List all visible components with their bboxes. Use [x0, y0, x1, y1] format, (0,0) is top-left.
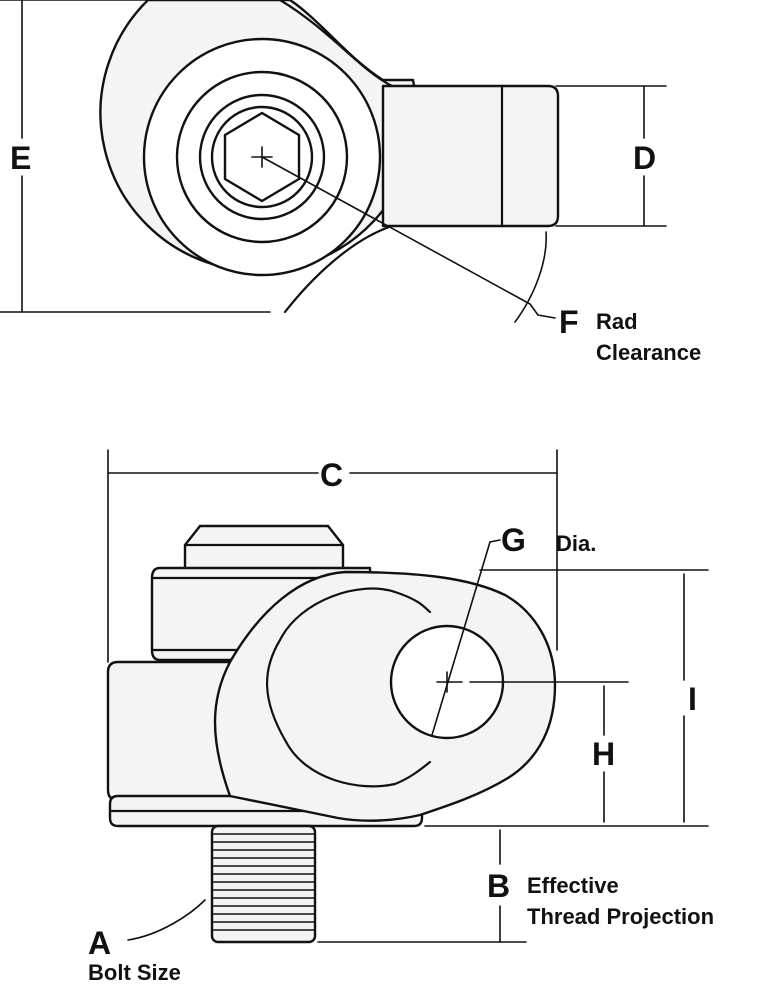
dimension-label-c: C: [320, 457, 343, 493]
radius-clearance-arc: [514, 231, 547, 323]
top-view-arm-fillet-lower: [283, 224, 394, 314]
a-caption: Bolt Size: [88, 960, 181, 985]
dimension-label-d: D: [633, 140, 656, 176]
g-caption: Dia.: [556, 531, 596, 556]
f-leader-line: [261, 156, 556, 319]
dimension-label-h: H: [592, 736, 615, 772]
link-inner-outline: [265, 587, 432, 788]
dimension-label-a: A: [88, 925, 111, 961]
top-view-link-arm: [381, 84, 560, 228]
dimension-label-f: F: [559, 304, 579, 340]
dimension-label-g: G: [501, 522, 526, 558]
dimension-label-i: I: [688, 681, 697, 717]
g-leader-line: [431, 539, 501, 736]
side-view: C G Dia.: [88, 449, 714, 985]
b-caption-line-2: Thread Projection: [527, 904, 714, 929]
bolt-head-cap: [183, 524, 345, 574]
top-view-arm-fillet-upper: [278, 0, 394, 88]
top-view: E D F Rad Clearance: [0, 0, 701, 365]
f-caption-line-2: Clearance: [596, 340, 701, 365]
threaded-stud: [210, 824, 317, 944]
dimension-label-b: B: [487, 868, 510, 904]
a-leader-line: [127, 899, 206, 941]
dimension-label-e: E: [10, 140, 31, 176]
thread-lines: [212, 833, 315, 931]
f-caption-line-1: Rad: [596, 309, 638, 334]
b-caption-line-1: Effective: [527, 873, 619, 898]
